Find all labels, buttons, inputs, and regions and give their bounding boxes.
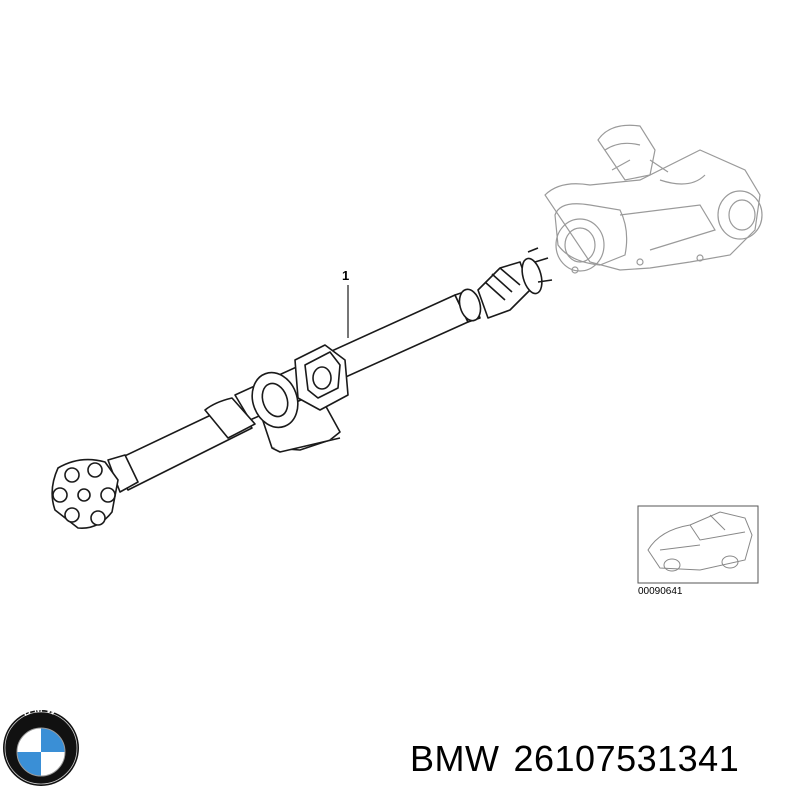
part-number: 26107531341 <box>513 738 740 779</box>
caption: BMW 26107531341 <box>410 738 753 780</box>
svg-text:BMW: BMW <box>22 704 61 719</box>
propeller-shaft <box>51 247 553 529</box>
brand-name: BMW <box>410 738 500 779</box>
vehicle-inset <box>637 505 759 584</box>
bmw-logo: BMW <box>3 704 79 786</box>
rear-differential-illustration <box>544 124 763 274</box>
callout-number: 1 <box>342 268 350 283</box>
inset-reference-code: 00090641 <box>638 586 683 597</box>
